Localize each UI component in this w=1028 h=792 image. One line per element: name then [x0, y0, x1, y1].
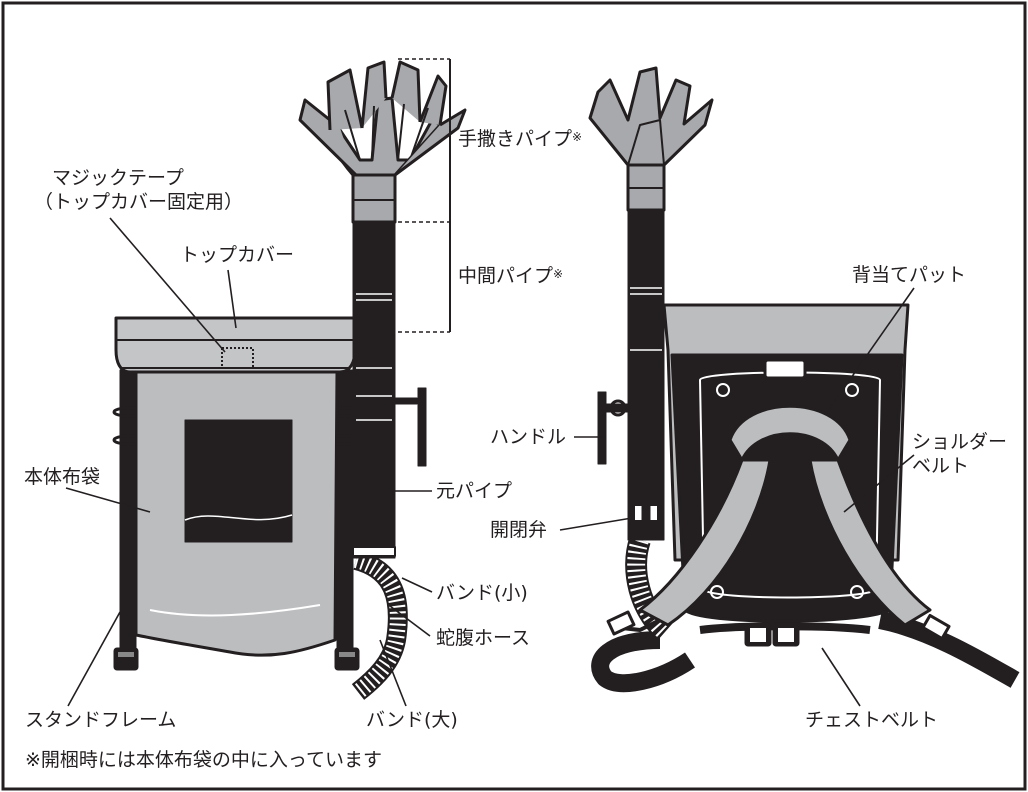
label-back-pad: 背当てパット: [852, 264, 967, 286]
label-magic-tape-line2: （トップカバー固定用）: [34, 191, 244, 213]
label-middle-pipe: 中間パイプ※: [458, 264, 563, 288]
leader-lines: [65, 217, 915, 707]
label-shoulder-belt-line1: ショルダー: [912, 431, 1008, 453]
label-middle-pipe-mark: ※: [553, 267, 564, 281]
label-chest-belt: チェストベルト: [805, 709, 939, 731]
label-handle: ハンドル: [490, 426, 567, 448]
dimension-brackets: [398, 58, 451, 333]
front-view: [112, 60, 467, 700]
label-band-large: バンド(大): [366, 709, 458, 731]
label-magic-tape: マジックテープ （トップカバー固定用）: [34, 166, 243, 214]
label-hand-pipe: 手撒きパイプ※: [458, 127, 582, 151]
footnote: ※開梱時には本体布袋の中に入っています: [25, 749, 382, 771]
back-view: [588, 66, 1020, 693]
label-main-bag: 本体布袋: [24, 466, 101, 488]
label-hand-pipe-mark: ※: [572, 130, 583, 144]
label-middle-pipe-text: 中間パイプ: [458, 265, 554, 287]
label-shoulder-belt-line2: ベルト: [912, 455, 970, 477]
label-stand-frame: スタンドフレーム: [25, 709, 177, 731]
label-band-small: バンド(小): [436, 582, 528, 604]
label-shoulder-belt: ショルダー ベルト: [912, 430, 1007, 478]
label-bellows-hose: 蛇腹ホース: [436, 627, 531, 649]
label-hand-pipe-text: 手撒きパイプ: [458, 128, 573, 150]
label-valve: 開閉弁: [490, 519, 548, 541]
label-base-pipe: 元パイプ: [436, 480, 513, 502]
label-magic-tape-line1: マジックテープ: [52, 167, 184, 189]
label-top-cover: トップカバー: [180, 244, 295, 266]
